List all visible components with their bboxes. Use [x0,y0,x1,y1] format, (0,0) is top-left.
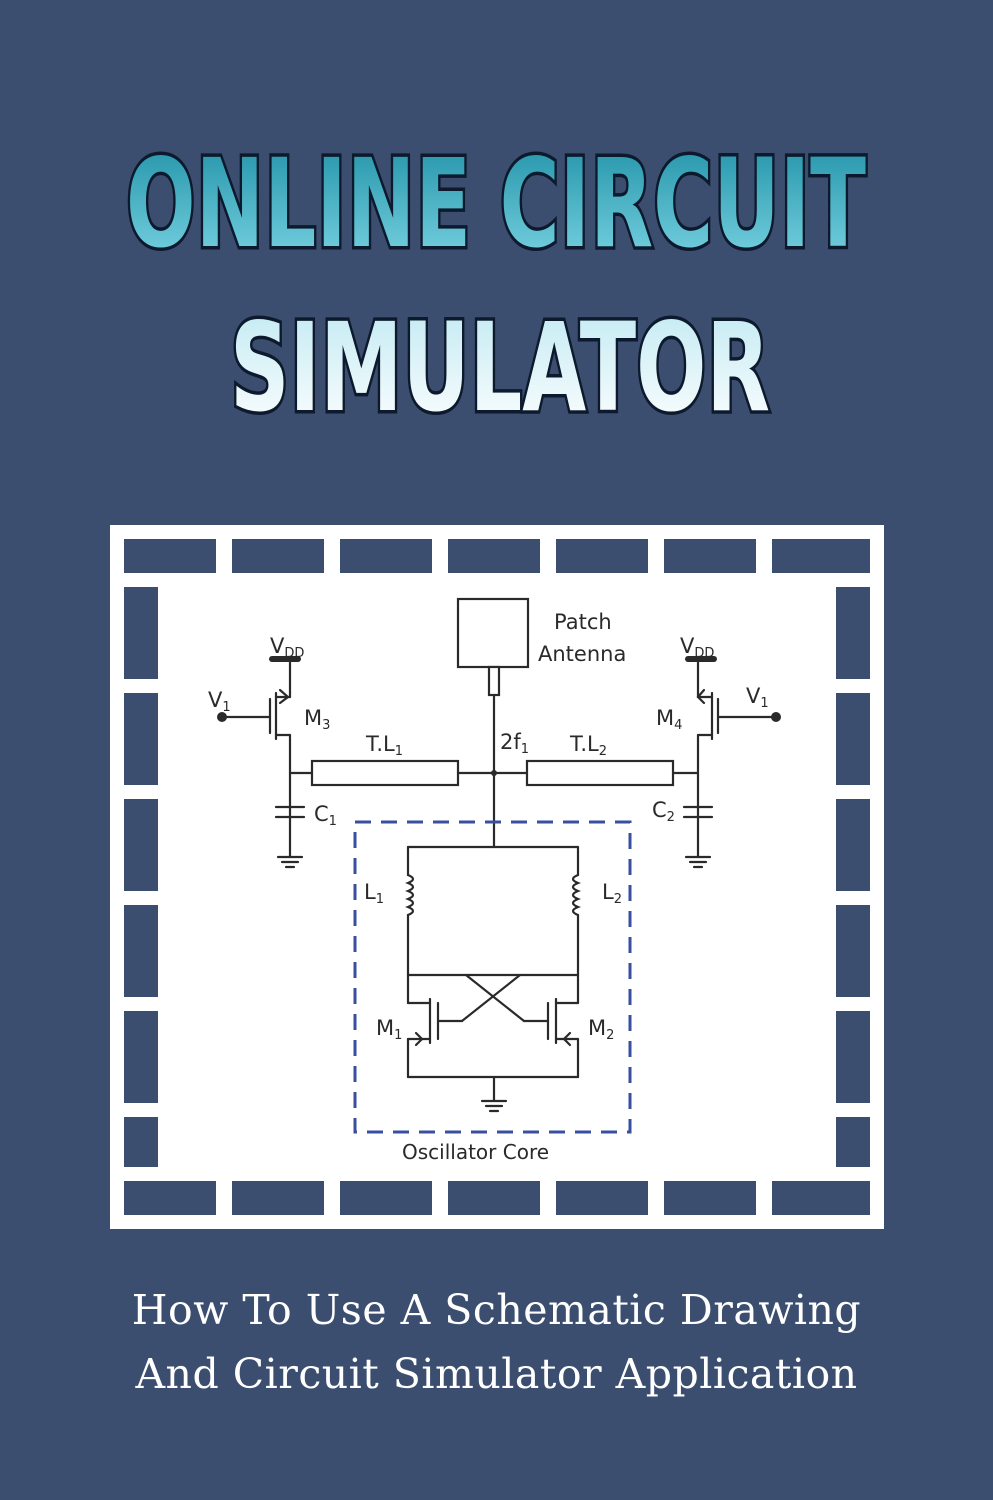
m3-label: M3 [304,706,330,733]
c1-label: C1 [314,802,337,829]
v1-left-terminal [217,712,227,722]
v1-right-label: V1 [746,684,769,711]
oscillator-core-box [353,820,632,1134]
subtitle-line-1: How To Use A Schematic Drawing [131,1286,862,1334]
title-line-1: ONLINE CIRCUIT [0,128,993,269]
c2-label: C2 [652,798,675,825]
subtitle-line-2: And Circuit Simulator Application [135,1350,858,1398]
title-line-1-graphic: ONLINE CIRCUIT [123,130,870,269]
oscillator-core-label: Oscillator Core [402,1140,549,1164]
tl2-rect [525,759,675,787]
freq-label: 2f1 [500,730,529,757]
antenna-feed [487,665,501,697]
tl2-label: T.L2 [569,732,607,759]
l1-label: L1 [364,880,384,907]
m2-label: M2 [588,1016,614,1043]
v1-left-label: V1 [208,688,231,715]
schematic-frame: Patch Antenna VDD VDD V1 V1 M3 M4 T.L1 T… [110,525,884,1229]
junction-dot [491,770,497,776]
antenna-label: Antenna [538,642,626,666]
m1-label: M1 [376,1016,402,1043]
frame-tiles [124,539,870,1215]
title-line-2: SIMULATOR [0,292,993,433]
title-text-2: SIMULATOR [230,297,770,432]
patch-label: Patch [554,610,612,634]
circuit-schematic: Patch Antenna VDD VDD V1 V1 M3 M4 T.L1 T… [124,539,870,1215]
v1-right-terminal [771,712,781,722]
m4-label: M4 [656,706,682,733]
title-text-1: ONLINE CIRCUIT [126,133,866,268]
tl1-label: T.L1 [365,732,403,759]
patch-antenna-rect [456,597,530,669]
title-line-2-graphic: SIMULATOR [227,294,774,433]
circuit-wires [220,597,778,1113]
vdd-left-label: VDD [270,634,304,661]
l2-label: L2 [602,880,622,907]
vdd-right-label: VDD [680,634,714,661]
tl1-rect [310,759,460,787]
